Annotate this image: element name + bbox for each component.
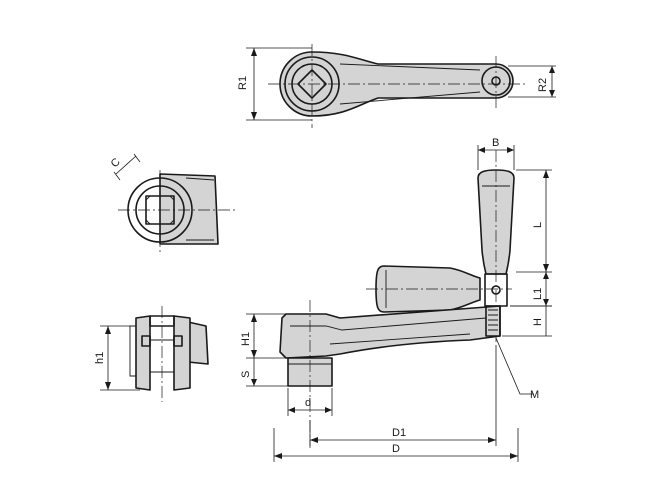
- section-hub-right-wall: [173, 315, 191, 391]
- crank-arm-body: [279, 305, 501, 359]
- m-label: M: [530, 389, 539, 401]
- c-label: C: [109, 156, 123, 170]
- threaded-boss: [485, 305, 501, 337]
- top-view: R1 R2: [237, 44, 556, 128]
- h-label: H: [532, 318, 544, 326]
- d-overall-label: D: [392, 443, 400, 455]
- m-leader-line: [495, 337, 534, 395]
- section-view: h1: [94, 306, 209, 402]
- section-right-arm: [187, 321, 209, 365]
- bottom-view-arm-outline: [159, 173, 219, 245]
- d-label: d: [305, 397, 311, 409]
- h1-section-label: h1: [94, 352, 106, 364]
- d1-label: D1: [392, 427, 406, 439]
- bottom-square-bore: [145, 195, 175, 225]
- side-view: H1 S H d M D1 D: [240, 265, 552, 462]
- l-label: L: [532, 222, 544, 228]
- top-view-arm-inner-line: [339, 63, 481, 105]
- square-bore: [297, 69, 327, 99]
- r1-label: R1: [237, 76, 249, 90]
- c-dimension-line: [115, 155, 137, 175]
- section-hub-left-wall: [135, 315, 151, 391]
- r2-label: R2: [537, 78, 549, 92]
- h1-upper-label: H1: [240, 332, 252, 346]
- bottom-view: C: [109, 153, 236, 252]
- s-label: S: [240, 371, 252, 378]
- b-label: B: [492, 137, 499, 149]
- section-hub-top: [149, 315, 175, 327]
- l1-label: L1: [532, 288, 544, 300]
